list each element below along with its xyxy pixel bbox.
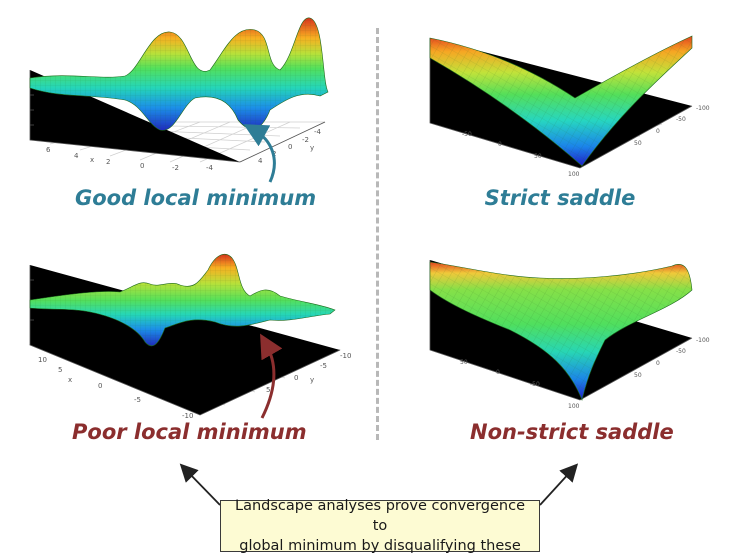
tick-label: 50 (634, 372, 642, 379)
tick-label: 0 (496, 369, 500, 376)
tick-label: -4 (314, 128, 322, 136)
tick-label: 2 (106, 158, 110, 166)
tick-label: -50 (530, 381, 540, 388)
tick-label: 0 (98, 382, 102, 390)
poor-local-minimum-plot: 10 5 x 0 -5 -10 -10 -5 0 5 y (10, 250, 355, 420)
tick-label: 50 (534, 153, 542, 160)
good-local-minimum-plot: 6 4 x 2 0 -2 -4 -4 -2 0 2 4 y (10, 10, 340, 185)
tick-label: 4 (74, 152, 79, 160)
tick-label: -50 (676, 116, 686, 123)
left-pointer-arrow (179, 463, 221, 506)
tick-label: 0 (498, 141, 502, 148)
tick-label: 2 (272, 150, 276, 158)
tick-label: 0 (294, 374, 298, 382)
tick-label: -10 (340, 352, 351, 360)
landscape-note-box: Landscape analyses prove convergence to … (220, 498, 540, 554)
tick-label: x (68, 376, 72, 384)
tick-label: -2 (302, 136, 309, 144)
right-pointer-arrow (539, 463, 579, 506)
tick-label: -4 (206, 164, 214, 172)
tick-label: y (310, 376, 314, 384)
tick-label: -100 (696, 337, 710, 344)
tick-label: 0 (288, 143, 292, 151)
caption-strict-saddle: Strict saddle (484, 186, 636, 210)
tick-label: 10 (38, 356, 47, 364)
tick-label: 50 (460, 359, 468, 366)
tick-label: 4 (258, 157, 263, 165)
tick-label: 0 (140, 162, 144, 170)
caption-good-local-minimum: Good local minimum (75, 186, 317, 210)
tick-label: 0 (656, 128, 660, 135)
tick-label: 5 (266, 386, 270, 394)
note-line-1: Landscape analyses prove convergence to (235, 498, 525, 534)
tick-label: -10 (182, 412, 193, 420)
tick-label: -2 (172, 164, 179, 172)
tick-label: -50 (676, 348, 686, 355)
dashed-divider (376, 28, 379, 440)
tick-label: -50 (462, 131, 472, 138)
tick-label: 5 (58, 366, 62, 374)
strict-saddle-plot: -50 0 50 -100 -50 0 50 100 (400, 28, 720, 178)
tick-label: x (90, 156, 94, 164)
tick-label: 6 (46, 146, 51, 154)
tick-label: -100 (696, 105, 710, 112)
tick-label: -5 (320, 362, 327, 370)
note-line-2: global minimum by disqualifying these (239, 538, 521, 554)
tick-label: 0 (656, 360, 660, 367)
tick-label: 100 (568, 403, 580, 410)
tick-label: 50 (634, 140, 642, 147)
caption-poor-local-minimum: Poor local minimum (72, 420, 307, 444)
non-strict-saddle-plot: 50 0 -50 -100 -50 0 50 100 (400, 250, 720, 410)
tick-label: y (310, 144, 314, 152)
caption-non-strict-saddle: Non-strict saddle (470, 420, 674, 444)
tick-label: -5 (134, 396, 141, 404)
tick-label: 100 (568, 171, 580, 178)
